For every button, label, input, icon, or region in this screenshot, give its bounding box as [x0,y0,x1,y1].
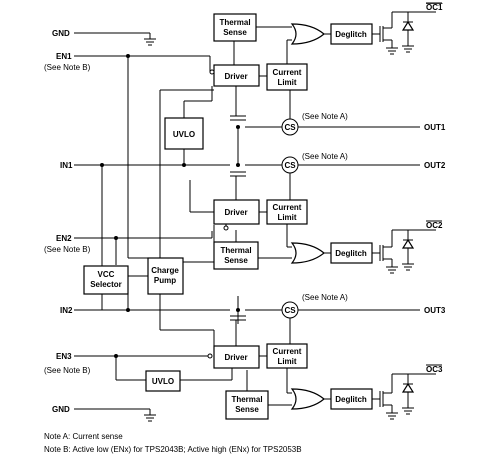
vcc-selector-line2: Selector [90,280,122,289]
or-gate-1 [290,23,325,45]
deglitch-2-box [330,242,373,264]
current-limit-3-line1: Current [273,347,302,356]
pass-fet-1 [230,115,246,121]
current-limit-2-line1: Current [273,203,302,212]
pin-oc3: OC3 [426,365,443,374]
driver-1-box [213,64,260,87]
wiring [74,26,420,422]
deglitch-2-label: Deglitch [335,249,367,258]
thermal-sense-2-line1: Thermal [220,246,251,255]
note-b: Note B: Active low (ENx) for TPS2043B; A… [44,445,302,454]
thermal-sense-1-box [213,13,257,42]
cs-3-label: CS [284,306,296,315]
thermal-sense-3-line1: Thermal [231,395,262,404]
oc3-output-stage [379,373,436,420]
pin-out2: OUT2 [424,161,446,170]
deglitch-3-label: Deglitch [335,395,367,404]
cs-1-label: CS [284,123,296,132]
driver-3-box [213,345,260,369]
oc2-output-stage [379,229,436,274]
driver-2-invert-bubble [223,225,229,231]
pin-en3-note: (See Note B) [44,366,91,375]
current-limit-3-box [266,343,308,369]
cs-1-circle [281,118,299,136]
pin-out1: OUT1 [424,123,446,132]
thermal-sense-3-box [225,390,269,420]
pin-en1: EN1 [56,52,72,61]
pin-in2: IN2 [60,306,73,315]
note-a: Note A: Current sense [44,432,123,441]
pass-fet-2 [230,171,246,185]
pin-oc2: OC2 [426,221,443,230]
or-gate-3 [290,388,325,410]
pin-in1: IN1 [60,161,73,170]
pass-fet-3 [230,315,246,328]
pin-out3: OUT3 [424,306,446,315]
charge-pump-box [147,257,184,295]
oc1-output-stage [379,11,436,55]
thermal-sense-1-line1: Thermal [219,18,250,27]
pin-en2: EN2 [56,234,72,243]
thermal-sense-1-line2: Sense [223,28,247,37]
current-limit-2-line2: Limit [277,213,296,222]
thermal-sense-2-line2: Sense [224,256,248,265]
pin-en1-note: (See Note B) [44,63,91,72]
cs-3-circle [281,301,299,319]
pin-en3: EN3 [56,352,72,361]
pin-en2-note: (See Note B) [44,245,91,254]
current-limit-1-line1: Current [273,68,302,77]
deglitch-1-label: Deglitch [335,30,367,39]
thermal-sense-2-box [213,241,259,270]
uvlo-2-box [145,370,181,392]
driver-3-invert-bubble [207,353,213,359]
driver-2-box [213,199,260,225]
driver-3-label: Driver [224,353,247,362]
deglitch-3-box [330,388,373,410]
pin-gnd-top: GND [52,29,70,38]
pin-oc1: OC1 [426,3,443,12]
charge-pump-line1: Charge [151,266,179,275]
cs-2-circle [281,156,299,174]
uvlo-1-box [164,117,204,150]
current-limit-1-box [266,63,308,91]
deglitch-1-box [330,23,373,45]
cs-2-label: CS [284,161,296,170]
thermal-sense-3-line2: Sense [235,405,259,414]
uvlo-2-label: UVLO [152,377,174,386]
charge-pump-line2: Pump [154,276,176,285]
current-limit-3-line2: Limit [277,357,296,366]
driver-1-invert-bubble [209,69,215,75]
cs-2-note: (See Note A) [302,152,348,161]
vcc-selector-line1: VCC [98,270,115,279]
vcc-selector-box [83,265,129,295]
driver-1-label: Driver [224,72,247,81]
pin-gnd-bottom: GND [52,405,70,414]
current-limit-2-box [266,199,308,225]
cs-3-note: (See Note A) [302,293,348,302]
cs-1-note: (See Note A) [302,112,348,121]
driver-2-label: Driver [224,208,247,217]
current-limit-1-line2: Limit [277,78,296,87]
or-gate-2 [290,242,325,264]
uvlo-1-label: UVLO [173,130,195,139]
